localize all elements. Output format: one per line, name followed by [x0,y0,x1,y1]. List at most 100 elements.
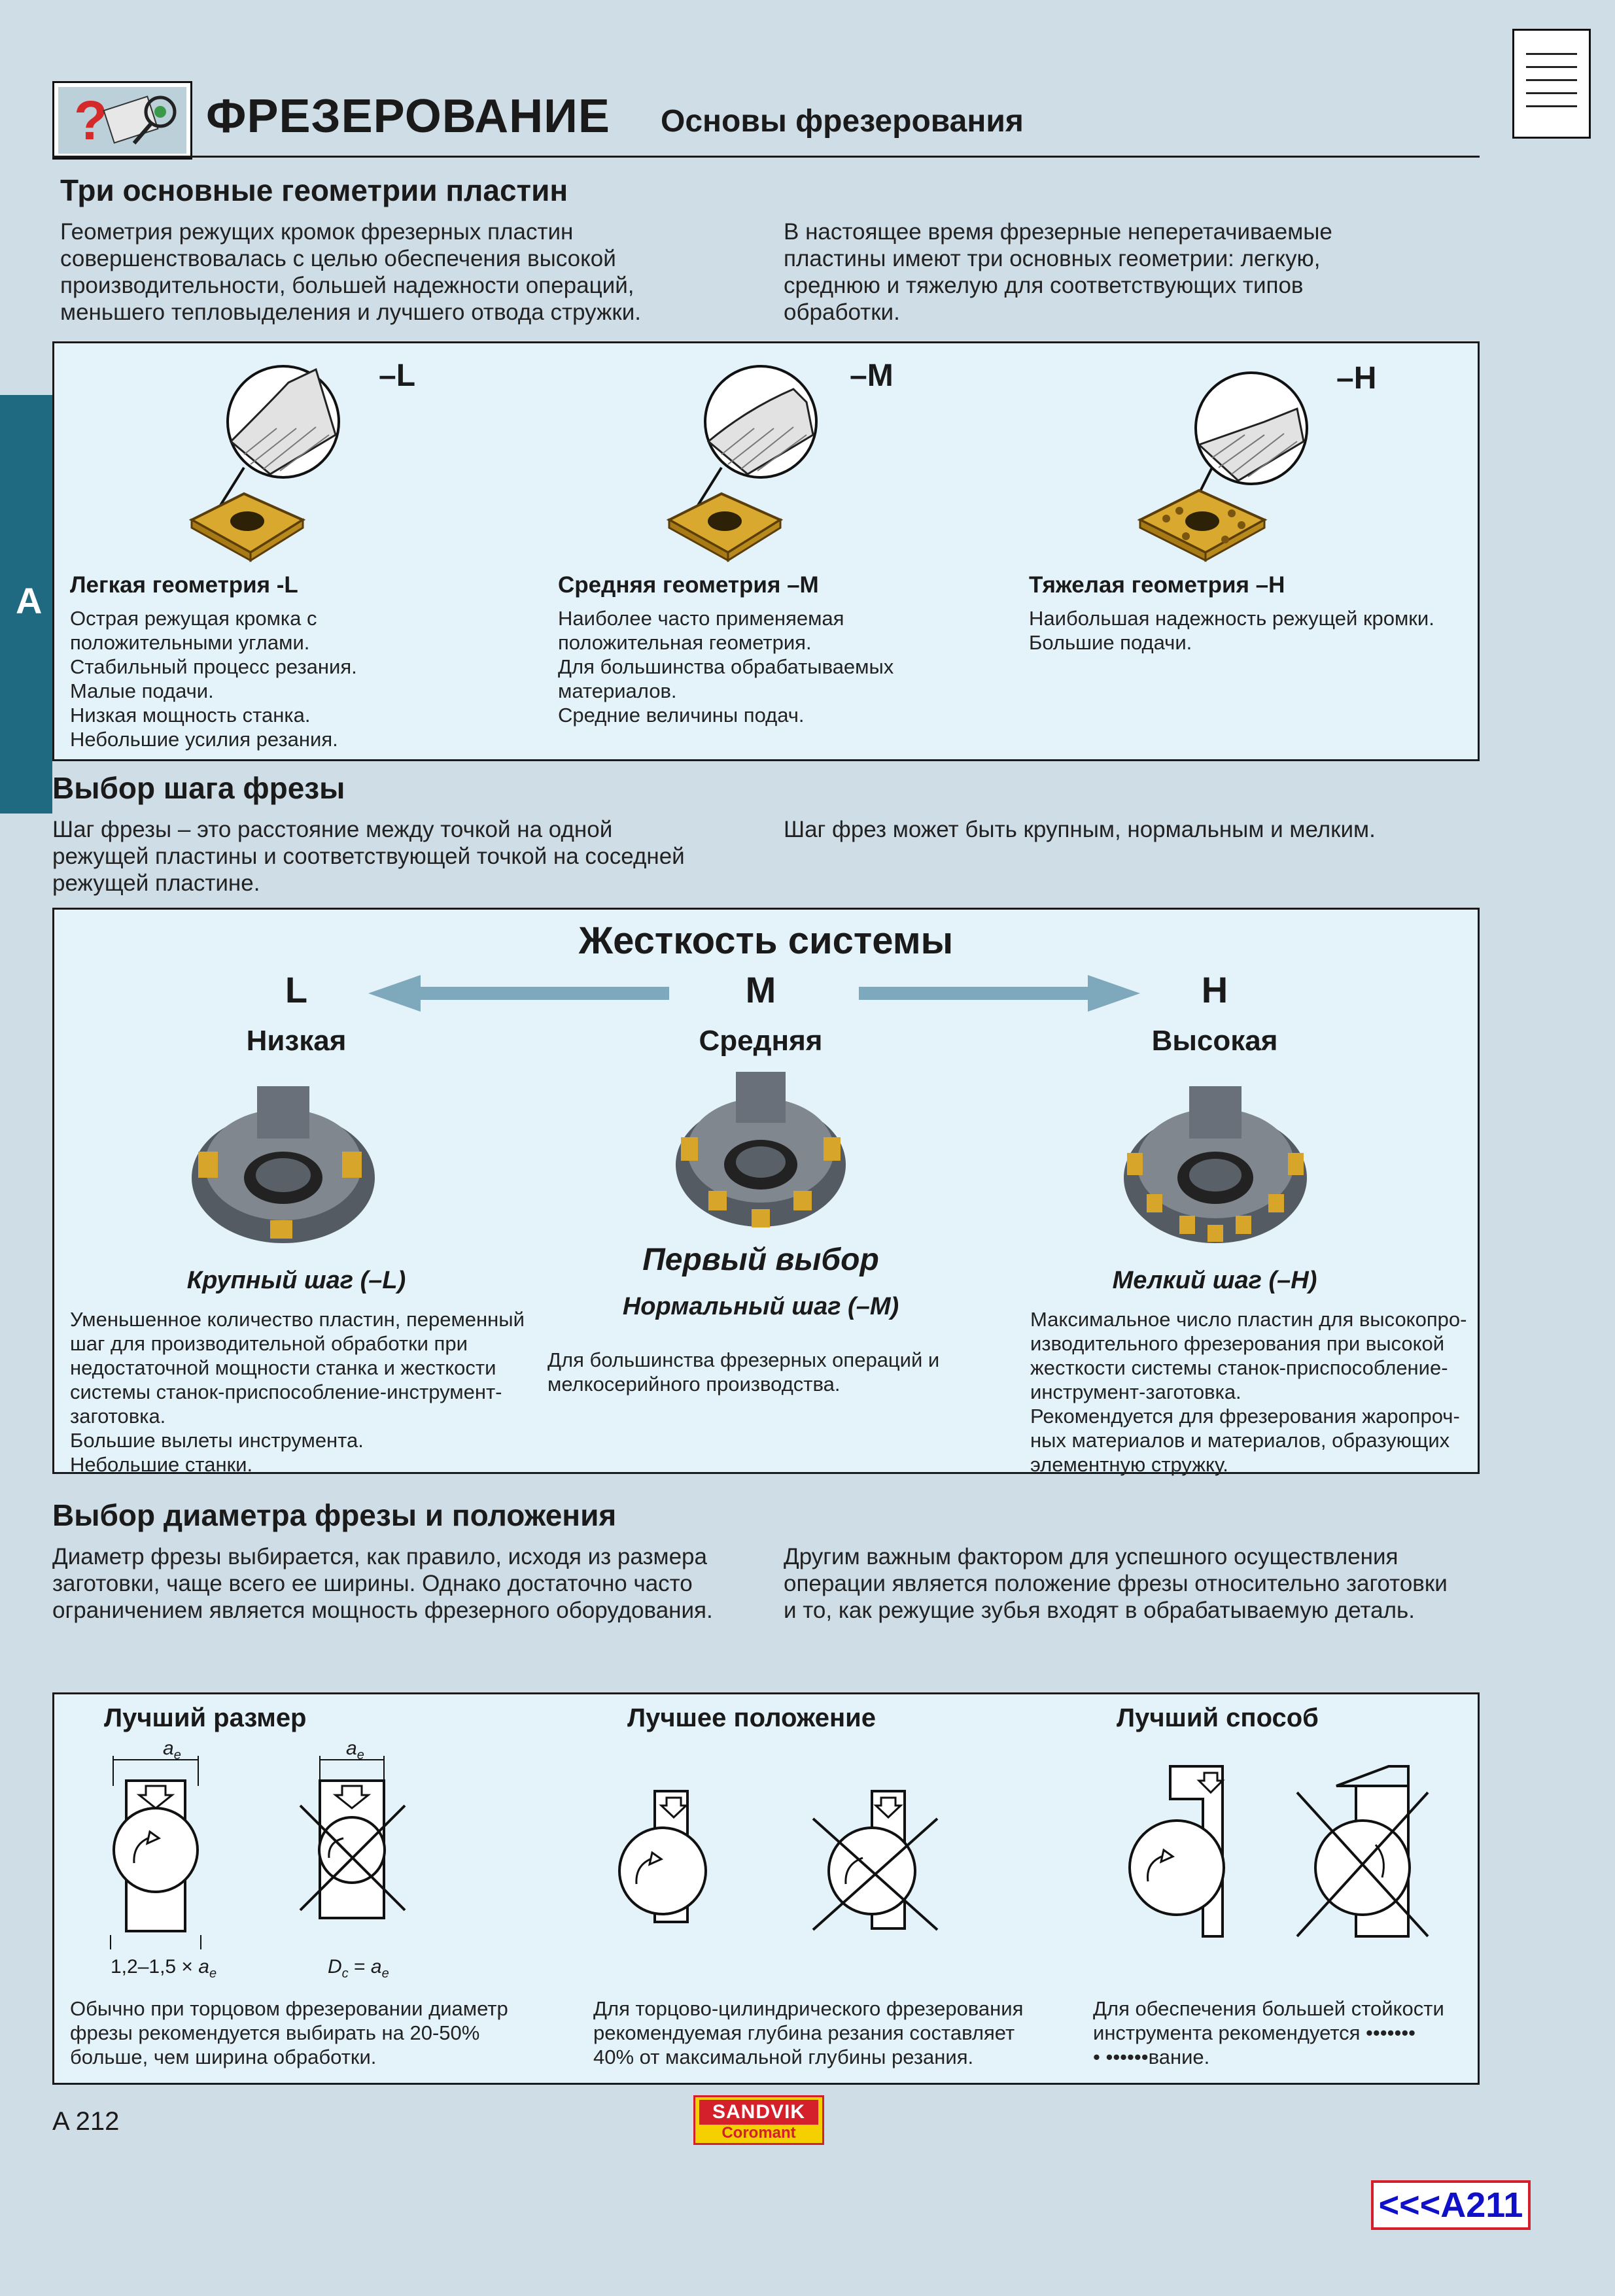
cutter-position-panel: Лучший размер Лучшее положение Лучший сп… [52,1692,1480,2085]
text-line: Другим важным фактором для успешного осу… [784,1544,1398,1569]
rigidity-letter-h: H [1201,969,1228,1010]
section3-right-paragraph: Другим важным фактором для успешного осу… [784,1543,1503,1624]
section3-title: Выбор диаметра фрезы и положения [52,1498,617,1532]
text-fragment: 1,2–1,5 × [111,1956,199,1978]
section1-left-paragraph: Геометрия режущих кромок фрезерных пласт… [60,218,793,326]
text-fragment: e [173,1748,181,1762]
text-line: Рекомендуется для фрезерования жаропроч- [1030,1405,1460,1428]
text-line: рекомендуемая глубина резания составляет [593,2021,1015,2044]
best-size-caption: Обычно при торцовом фрезеровании диаметр… [70,1996,554,2069]
section2-title: Выбор шага фрезы [52,771,345,805]
best-position-correct-diagram-icon [604,1786,735,1943]
text-line: Обычно при торцовом фрезеровании диаметр [70,1997,508,2020]
normal-pitch-cutter-icon [663,1067,859,1237]
pitch-fine-description: Максимальное число пластин для высокопро… [1030,1307,1475,1477]
text-line: • ••••••вание. [1093,2046,1210,2068]
geometry-h-name: Тяжелая геометрия –H [1029,572,1285,598]
text-line: Геометрия режущих кромок фрезерных пласт… [60,219,574,245]
side-tab-letter: A [16,580,43,621]
ae-label-2: ae [346,1738,364,1763]
geometry-l-code: –L [379,358,416,393]
text-line: больше, чем ширина обработки. [70,2046,377,2068]
pitch-fine-label: Мелкий шаг (–H) [1112,1267,1317,1294]
text-line: фрезы рекомендуется выбирать на 20-50% [70,2021,480,2044]
section1-right-paragraph: В настоящее время фрезерные неперетачива… [784,218,1503,326]
best-method-wrong-diagram-icon [1284,1760,1467,1956]
text-line: Наибольшая надежность режущей кромки. [1029,607,1434,630]
text-line: операции является положение фрезы относи… [784,1571,1448,1596]
text-fragment: = [348,1956,371,1978]
text-line: положительная геометрия. [558,631,812,654]
fine-pitch-cutter-icon [1114,1080,1317,1250]
geometry-m-description: Наиболее часто применяемая положительная… [558,606,1003,727]
page-title: ФРЕЗЕРОВАНИЕ [206,90,610,143]
header-rule [52,156,1480,158]
arrow-left-icon [368,975,669,1012]
text-line: пластины имеют три основных геометрии: л… [784,246,1321,271]
best-size-correct-diagram-icon [87,1740,237,1951]
coarse-pitch-cutter-icon [185,1080,381,1250]
geometry-h-illustration-icon [1075,356,1363,572]
best-size-wrong-diagram-icon [290,1740,421,1943]
text-line: Уменьшенное количество пластин, переменн… [70,1308,525,1331]
logo-bottom-text: Coromant [721,2124,796,2142]
text-line: инструмента рекомендуется ••••••• [1093,2021,1416,2044]
ae-label-1: ae [163,1738,181,1763]
geometry-m-illustration-icon [597,356,872,572]
text-line: недостаточной мощности станка и жесткост… [70,1356,496,1379]
best-method-title: Лучший способ [1117,1704,1319,1732]
text-line: Максимальное число пластин для высокопро… [1030,1308,1467,1331]
pitch-coarse-description: Уменьшенное количество пластин, переменн… [70,1307,554,1477]
ratio-label: 1,2–1,5 × ae [111,1956,217,1981]
header-logo-icon: ? [52,81,192,160]
index-page-icon[interactable] [1512,29,1591,139]
text-fragment: e [356,1748,364,1762]
text-line: жесткости системы станок-приспособление- [1030,1356,1448,1379]
text-line: В настоящее время фрезерные неперетачива… [784,219,1332,245]
rigidity-panel: Жесткость системы L M H Низкая Средняя В… [52,908,1480,1477]
text-line: заготовка. [70,1405,166,1428]
text-line: изводительного фрезерования при высокой [1030,1332,1445,1355]
rigidity-level-low: Низкая [246,1025,347,1057]
text-line: системы станок-приспособление-инструмент… [70,1380,502,1403]
text-line: Для торцово-цилиндрического фрезерования [593,1997,1024,2020]
text-line: Стабильный процесс резания. [70,655,357,678]
section-side-tab[interactable]: A [0,395,52,814]
text-line: положительными углами. [70,631,310,654]
geometry-m-code: –M [850,358,894,393]
rigidity-letter-l: L [285,969,308,1010]
text-line: заготовки, чаще всего ее ширины. Однако … [52,1571,693,1596]
logo-top-text: SANDVIK [699,2100,818,2125]
best-position-title: Лучшее положение [627,1704,876,1732]
text-line: элементную стружку. [1030,1453,1228,1476]
section1-title: Три основные геометрии пластин [60,173,568,207]
text-line: производительности, большей надежности о… [60,273,634,298]
text-fragment: e [381,1966,389,1981]
text-line: обработки. [784,300,900,325]
first-choice-label: Первый выбор [642,1242,879,1277]
text-line: Малые подачи. [70,679,214,702]
text-line: Для обеспечения большей стойкости [1093,1997,1444,2020]
text-line: Средние величины подач. [558,704,805,727]
text-line: Наиболее часто применяемая [558,607,844,630]
text-line: Для большинства фрезерных операций и [547,1348,940,1371]
section2-left-paragraph: Шаг фрезы – это расстояние между точкой … [52,816,805,897]
best-method-caption: Для обеспечения большей стойкости инстру… [1093,1996,1472,2069]
text-line: мелкосерийного производства. [547,1373,841,1396]
geometry-l-illustration-icon [120,356,394,572]
geometry-l-description: Острая режущая кромка с положительными у… [70,606,515,751]
text-line: Острая режущая кромка с [70,607,317,630]
text-line: совершенствовалась с целью обеспечения в… [60,246,616,271]
text-line: 40% от максимальной глубины резания. [593,2046,974,2068]
pitch-normal-description: Для большинства фрезерных операций и мел… [547,1348,979,1396]
pitch-normal-label: Нормальный шаг (–M) [622,1293,899,1320]
text-fragment: a [163,1738,174,1759]
text-line: материалов. [558,679,677,702]
page-number: A 212 [52,2107,120,2136]
text-fragment: a [370,1956,382,1978]
svg-text:?: ? [74,90,107,151]
geometry-h-description: Наибольшая надежность режущей кромки. Бо… [1029,606,1474,655]
text-line: Низкая мощность станка. [70,704,311,727]
prev-page-link[interactable]: <<<A211 [1371,2180,1531,2230]
sandvik-coromant-logo: SANDVIK Coromant [693,2095,824,2145]
